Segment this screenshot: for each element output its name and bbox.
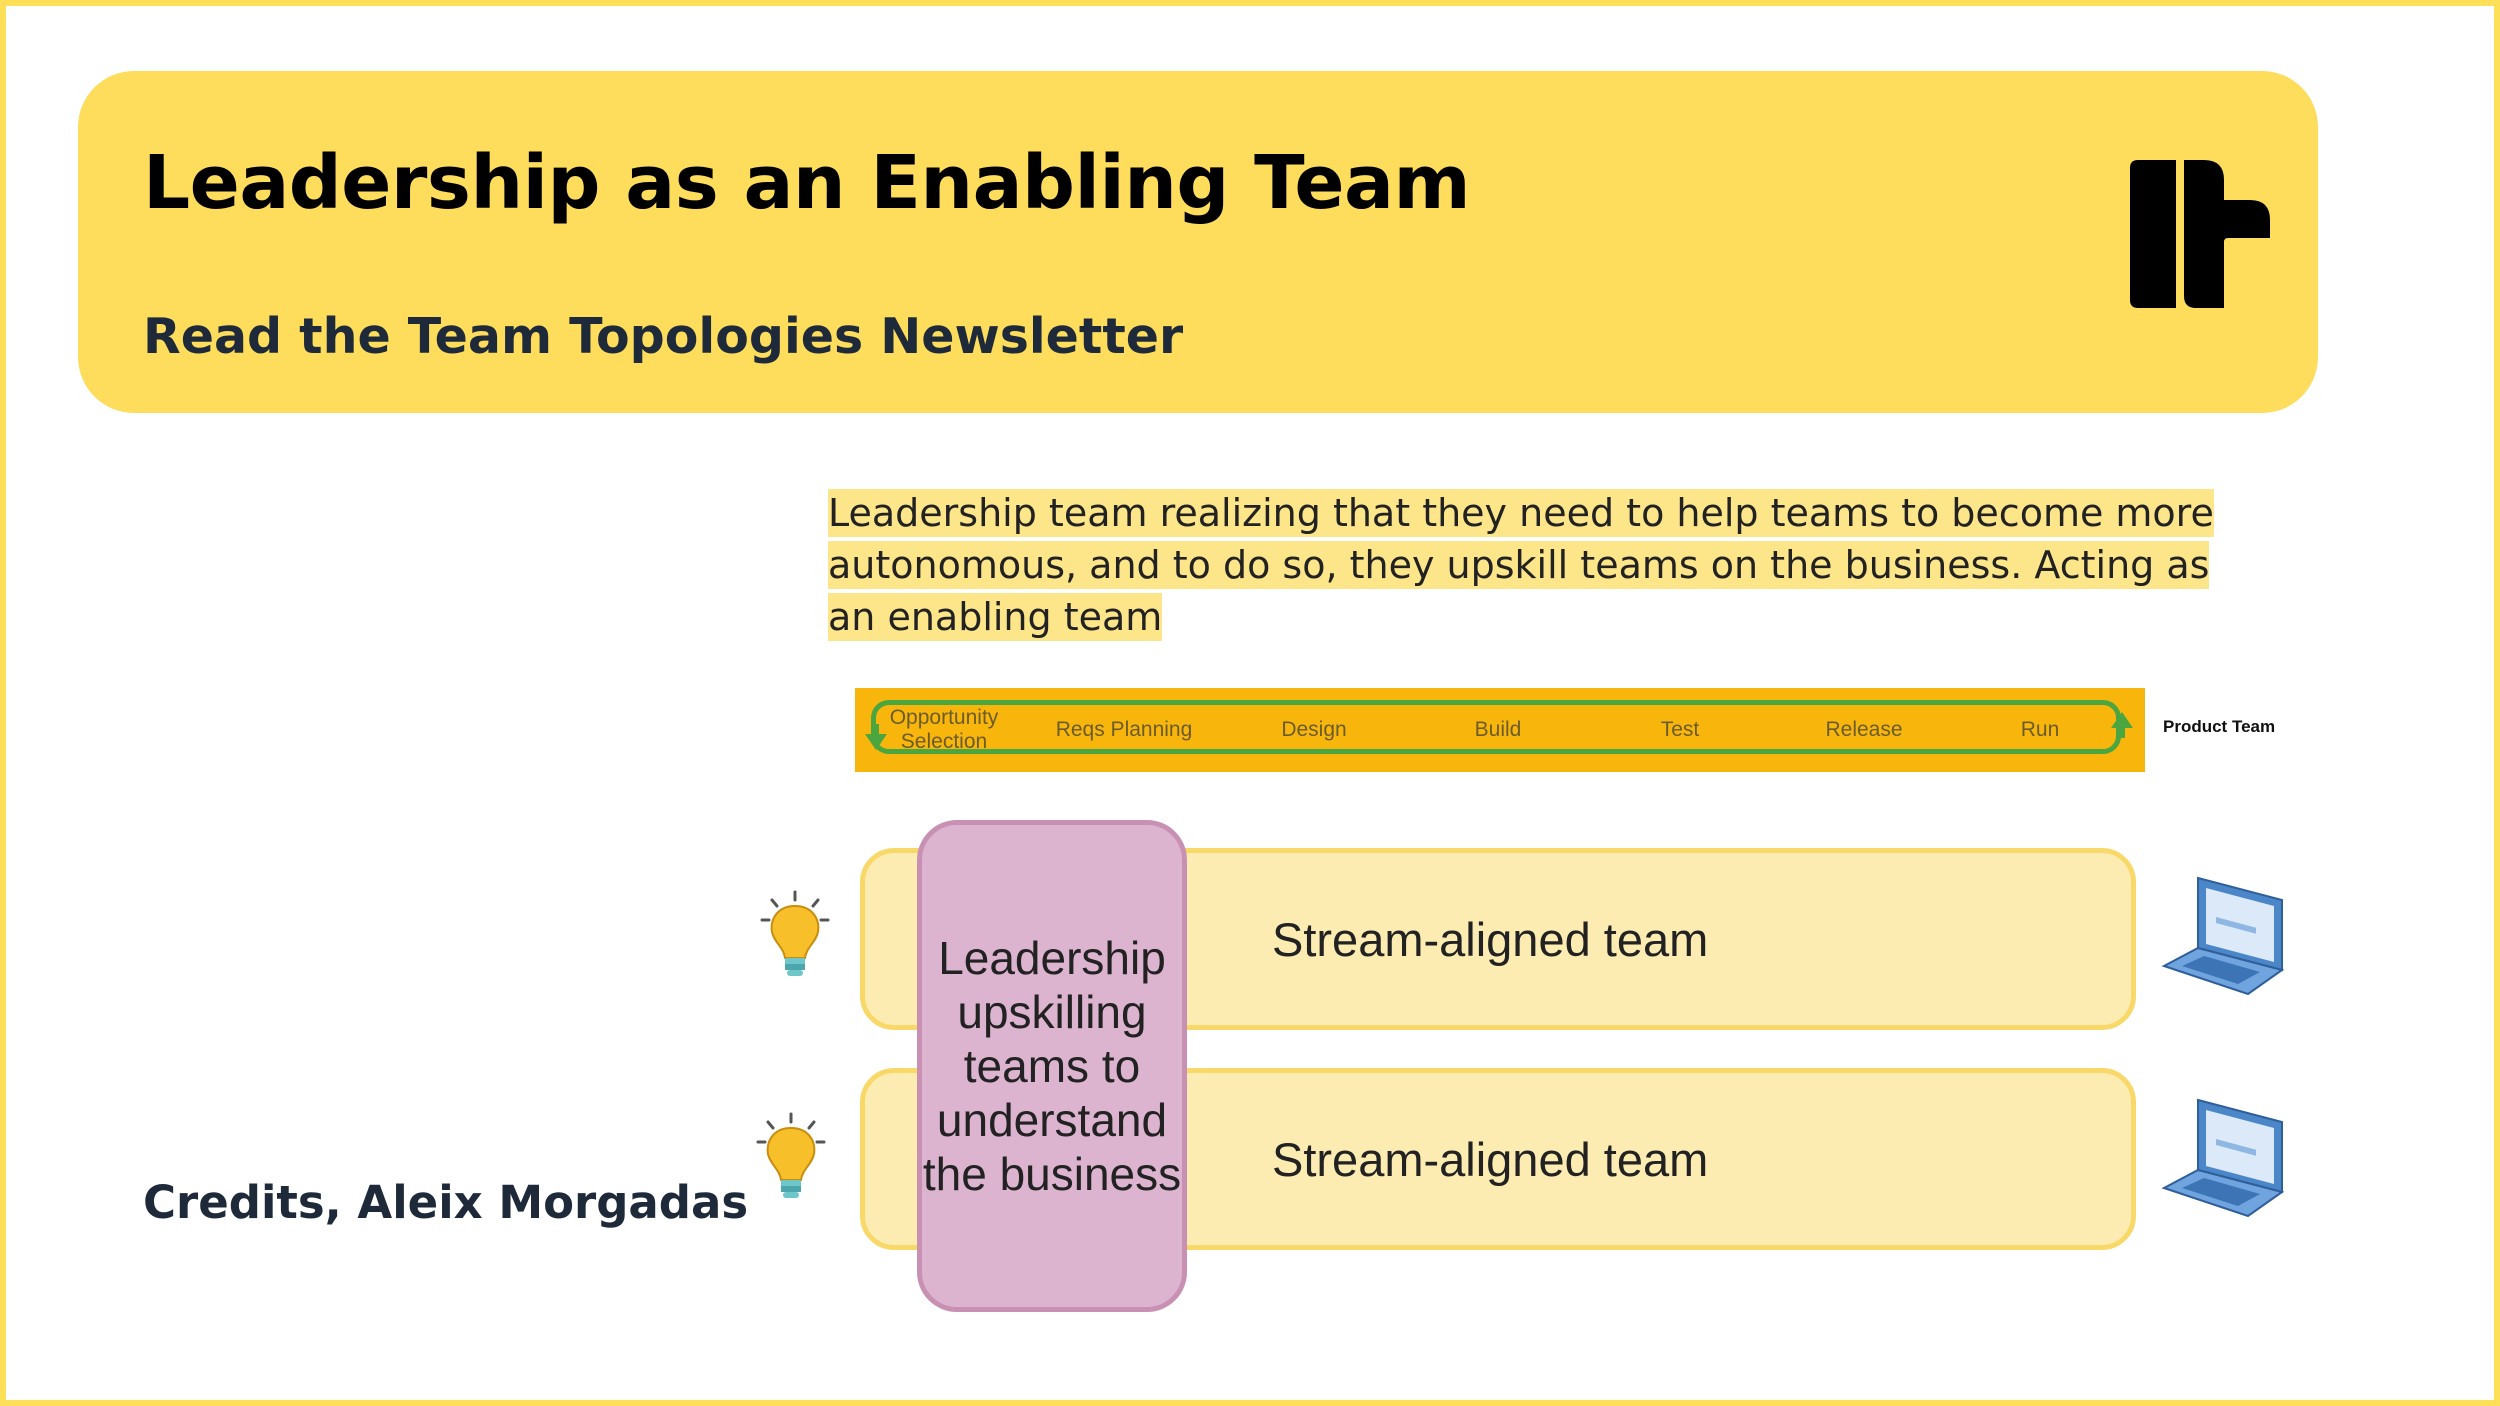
stream-aligned-team-label: Stream-aligned team [1272, 913, 1709, 966]
header-banner [78, 71, 2318, 413]
credits-text: Credits, Aleix Morgadas [143, 1176, 749, 1229]
stage-run: Run [2020, 718, 2060, 741]
stage-opportunity-selection: Opportunity Selection [889, 706, 999, 753]
stage-release: Release [1825, 718, 1903, 741]
stage-reqs-planning: Reqs Planning [1055, 718, 1193, 741]
team-topologies-logo [2130, 160, 2270, 308]
loop-arrow-right-icon [2111, 712, 2133, 738]
lightbulb-icon [756, 1112, 826, 1198]
value-stream-bar: Opportunity Selection Reqs Planning Desi… [855, 688, 2145, 772]
enabling-team-label: Leadership upskilling teams to understan… [922, 932, 1182, 1200]
laptop-icon [2161, 876, 2285, 996]
slide-title: Leadership as an Enabling Team [143, 140, 1471, 226]
enabling-team-box: Leadership upskilling teams to understan… [917, 820, 1187, 1312]
newsletter-link[interactable]: Read the Team Topologies Newsletter [143, 308, 1184, 365]
lightbulb-icon [760, 890, 830, 976]
stream-aligned-team-label: Stream-aligned team [1272, 1133, 1709, 1186]
stage-test: Test [1660, 718, 1700, 741]
loop-arrow-left-icon [865, 724, 887, 750]
laptop-icon [2161, 1098, 2285, 1218]
stage-build: Build [1474, 718, 1522, 741]
product-team-label: Product Team [2163, 717, 2276, 736]
stage-design: Design [1281, 718, 1347, 741]
diagram-description: Leadership team realizing that they need… [828, 489, 2214, 641]
